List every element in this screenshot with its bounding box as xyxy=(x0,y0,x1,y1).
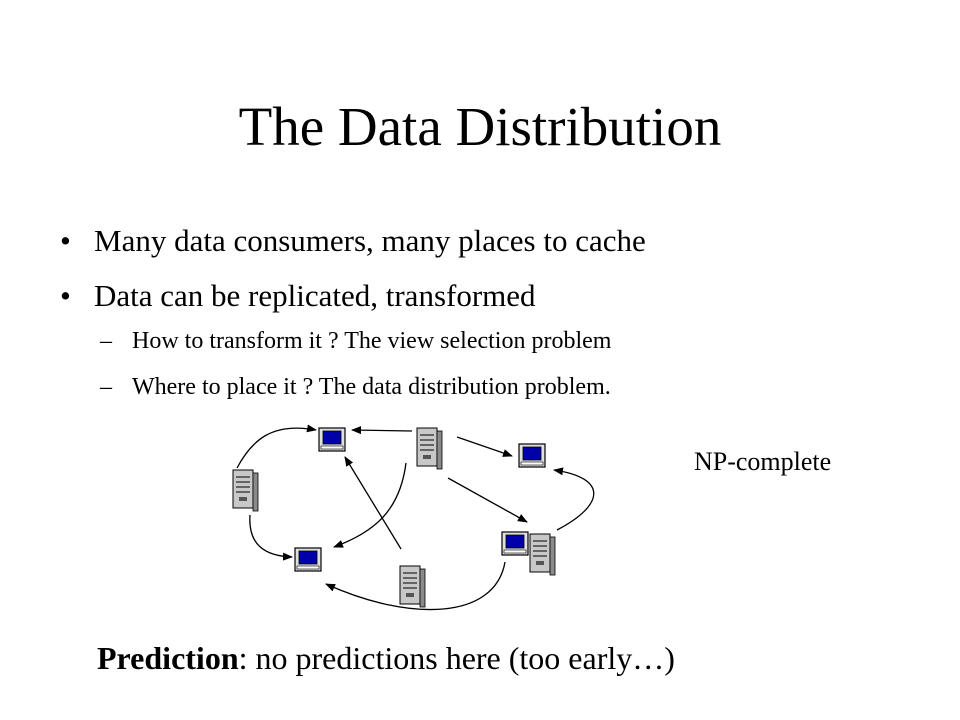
arrow-edge xyxy=(447,477,528,523)
arrow-edge xyxy=(344,456,402,550)
arrow-edge xyxy=(553,467,595,531)
server-icon xyxy=(416,427,443,470)
bullet-text: Many data consumers, many places to cach… xyxy=(94,223,646,258)
sub-bullet-dash: – xyxy=(100,328,112,354)
arrow-edge xyxy=(249,514,293,561)
bullet-dot: • xyxy=(60,223,71,258)
server-icon xyxy=(232,469,259,512)
prediction-line: Prediction: no predictions here (too ear… xyxy=(97,638,675,678)
sub-bullet-text: How to transform it ? The view selection… xyxy=(132,328,612,354)
server-icon xyxy=(399,565,426,608)
bullet-text: Data can be replicated, transformed xyxy=(94,278,536,313)
monitor-icon xyxy=(318,427,346,452)
bullet-list: • Many data consumers, many places to cac… xyxy=(60,222,646,402)
arrow-edge xyxy=(236,424,317,469)
slide-title: The Data Distribution xyxy=(238,96,722,157)
bullet-item: • Many data consumers, many places to cac… xyxy=(60,222,646,260)
sub-bullet-item: –How to transform it ? The view selectio… xyxy=(100,326,611,356)
arrow-edge xyxy=(456,436,513,457)
arrow-edge xyxy=(333,462,407,548)
np-complete-label: NP-complete xyxy=(694,447,832,476)
sub-bullet-item: –Where to place it ? The data distributi… xyxy=(100,372,611,402)
monitor-icon xyxy=(294,547,322,572)
monitor-icon xyxy=(518,443,546,468)
monitor-icon xyxy=(501,531,529,556)
sub-bullet-text: Where to place it ? The data distributio… xyxy=(132,374,611,400)
server-icon xyxy=(529,533,556,576)
arrow-edge xyxy=(325,561,506,611)
bullet-item: • Data can be replicated, transformed xyxy=(60,277,536,315)
arrows xyxy=(236,424,595,611)
bullet-dot: • xyxy=(60,278,71,313)
arrow-edge xyxy=(351,426,413,435)
prediction-label: Prediction xyxy=(97,640,239,676)
prediction-text: : no predictions here (too early…) xyxy=(238,640,675,676)
sub-bullet-dash: – xyxy=(100,374,112,400)
